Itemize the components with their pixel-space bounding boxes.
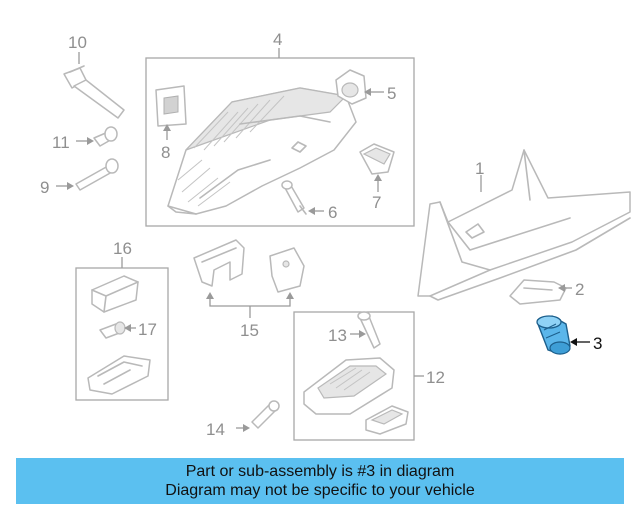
part-6-bolt[interactable] <box>281 180 307 215</box>
part-3-highlighted-damper[interactable] <box>536 315 571 355</box>
callout-10[interactable]: 10 <box>68 33 87 52</box>
banner-line-2: Diagram may not be specific to your vehi… <box>165 482 475 499</box>
callout-12[interactable]: 12 <box>426 368 445 387</box>
callout-11[interactable]: 11 <box>52 133 70 152</box>
callout-17[interactable]: 17 <box>138 320 157 339</box>
info-banner: Part or sub-assembly is #3 in diagram Di… <box>16 458 624 504</box>
part-2-latch[interactable] <box>509 279 567 305</box>
callout-6[interactable]: 6 <box>328 203 337 222</box>
part-16-switch[interactable] <box>91 275 139 313</box>
part-9-pin[interactable] <box>75 158 119 191</box>
callout-7[interactable]: 7 <box>372 193 381 212</box>
callout-13[interactable]: 13 <box>328 326 347 345</box>
part-4-housing[interactable] <box>167 87 357 215</box>
callout-9[interactable]: 9 <box>40 178 49 197</box>
group-box-4 <box>145 57 415 227</box>
callout-16[interactable]: 16 <box>113 239 132 258</box>
part-16-lamp-housing[interactable] <box>87 355 151 395</box>
callout-2[interactable]: 2 <box>575 280 584 299</box>
part-12-pad[interactable] <box>365 405 409 435</box>
callout-1[interactable]: 1 <box>475 159 484 178</box>
callout-4[interactable]: 4 <box>273 30 282 49</box>
parts-diagram: 10 11 9 4 8 5 <box>40 30 631 441</box>
callout-5[interactable]: 5 <box>387 84 396 103</box>
part-14-screw[interactable] <box>251 400 280 429</box>
leader-15-bracket <box>209 296 291 307</box>
part-13-stud[interactable] <box>357 311 381 349</box>
callout-14[interactable]: 14 <box>206 420 225 439</box>
callout-3[interactable]: 3 <box>593 334 602 353</box>
part-15-bracket-right[interactable] <box>269 247 305 293</box>
part-10-hook[interactable] <box>63 65 125 119</box>
callout-15[interactable]: 15 <box>240 321 259 340</box>
callout-8[interactable]: 8 <box>161 143 170 162</box>
part-1-glove-box[interactable] <box>417 149 631 301</box>
part-8-clip[interactable] <box>155 85 187 127</box>
part-5-bracket[interactable] <box>335 69 367 105</box>
part-15-bracket-left[interactable] <box>193 239 245 287</box>
part-11-screw[interactable] <box>93 126 118 147</box>
banner-line-1: Part or sub-assembly is #3 in diagram <box>185 463 455 480</box>
part-12-latch-mechanism[interactable] <box>303 357 395 415</box>
part-7-damper[interactable] <box>359 143 395 175</box>
part-17-bulb[interactable] <box>99 321 126 339</box>
